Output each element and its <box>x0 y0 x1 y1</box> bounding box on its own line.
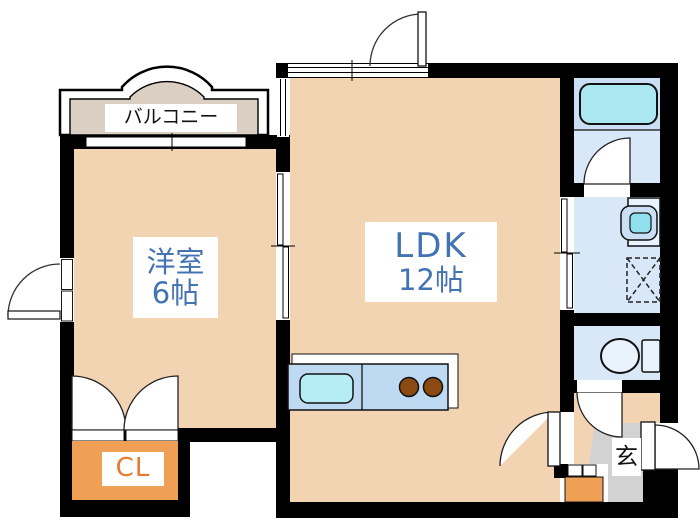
entrance-door-leaf <box>640 421 656 471</box>
ldk-west-window <box>277 78 289 137</box>
western-room-size: 6帖 <box>151 275 200 310</box>
western-room-label: 洋室 6帖 <box>133 237 218 318</box>
washing-machine-space <box>626 257 661 303</box>
shoe-cabinet-track <box>567 464 583 477</box>
stove-burner <box>422 376 444 398</box>
wall-corner-bottom-right <box>643 468 678 508</box>
entrance-label: 玄 <box>612 438 641 476</box>
western-left-door-arc <box>7 263 61 317</box>
closet-label: CL <box>102 452 164 486</box>
kitchen-sink <box>299 373 354 404</box>
wall-between-rooms-upper <box>276 137 290 172</box>
toilet-tank <box>641 339 661 373</box>
wall-washroom-toilet <box>560 313 678 326</box>
wall-between-rooms-lower <box>276 320 290 502</box>
wall-closet-right <box>178 442 190 517</box>
wall-stub-hall <box>554 464 568 478</box>
closet-label-text: CL <box>115 453 151 484</box>
stove-burner <box>398 376 420 398</box>
bathtub <box>579 83 658 125</box>
fixtures <box>72 197 661 503</box>
western-room-name: 洋室 <box>146 245 205 280</box>
wall-closet-bottom <box>60 500 190 517</box>
ldk-top-door-arc <box>369 13 423 67</box>
shoe-cabinet-track <box>582 464 597 477</box>
western-left-door-leaf <box>7 310 61 320</box>
bath-door <box>583 137 631 185</box>
ldk-hall-door-opening <box>560 412 574 464</box>
ldk-hall-door-arc <box>499 411 555 467</box>
western-top-window <box>85 136 247 148</box>
ldk-label: LDK 12帖 <box>365 222 497 302</box>
ldk-name: LDK <box>394 225 468 266</box>
entrance-door-arc <box>654 424 700 470</box>
wall-closet-left <box>60 442 72 517</box>
hallway-floor-lower <box>574 423 597 464</box>
bath-door-opening <box>584 184 630 197</box>
doors <box>71 137 700 471</box>
balcony-label-text: バルコニー <box>123 106 219 129</box>
toilet-bowl <box>600 338 640 374</box>
ldk-size: 12帖 <box>398 262 464 297</box>
toilet-door <box>576 391 623 438</box>
washbasin-basin <box>629 212 652 234</box>
balcony-label: バルコニー <box>105 104 237 132</box>
closet-door-right <box>123 375 179 431</box>
shoe-cabinet <box>564 476 604 503</box>
closet-door-leaf-right <box>125 429 179 442</box>
openings <box>7 11 580 322</box>
wall-bottom <box>276 502 678 518</box>
ldk-top-door-leaf <box>417 11 427 67</box>
wall-ldk-right-upper <box>560 78 574 197</box>
wall-bath-washroom-left <box>560 183 584 197</box>
wall-toilet-bottom-left <box>560 380 577 393</box>
ldk-hall-door-leaf <box>547 411 561 467</box>
toilet-door-opening <box>577 381 622 392</box>
wall-right <box>660 63 678 423</box>
ldk-top-window <box>288 64 428 77</box>
closet-door-leaf-left <box>71 429 125 442</box>
entrance-label-text: 玄 <box>615 443 638 470</box>
wall-bath-washroom-right <box>630 183 678 197</box>
wall-toilet-bottom-right <box>622 380 678 393</box>
